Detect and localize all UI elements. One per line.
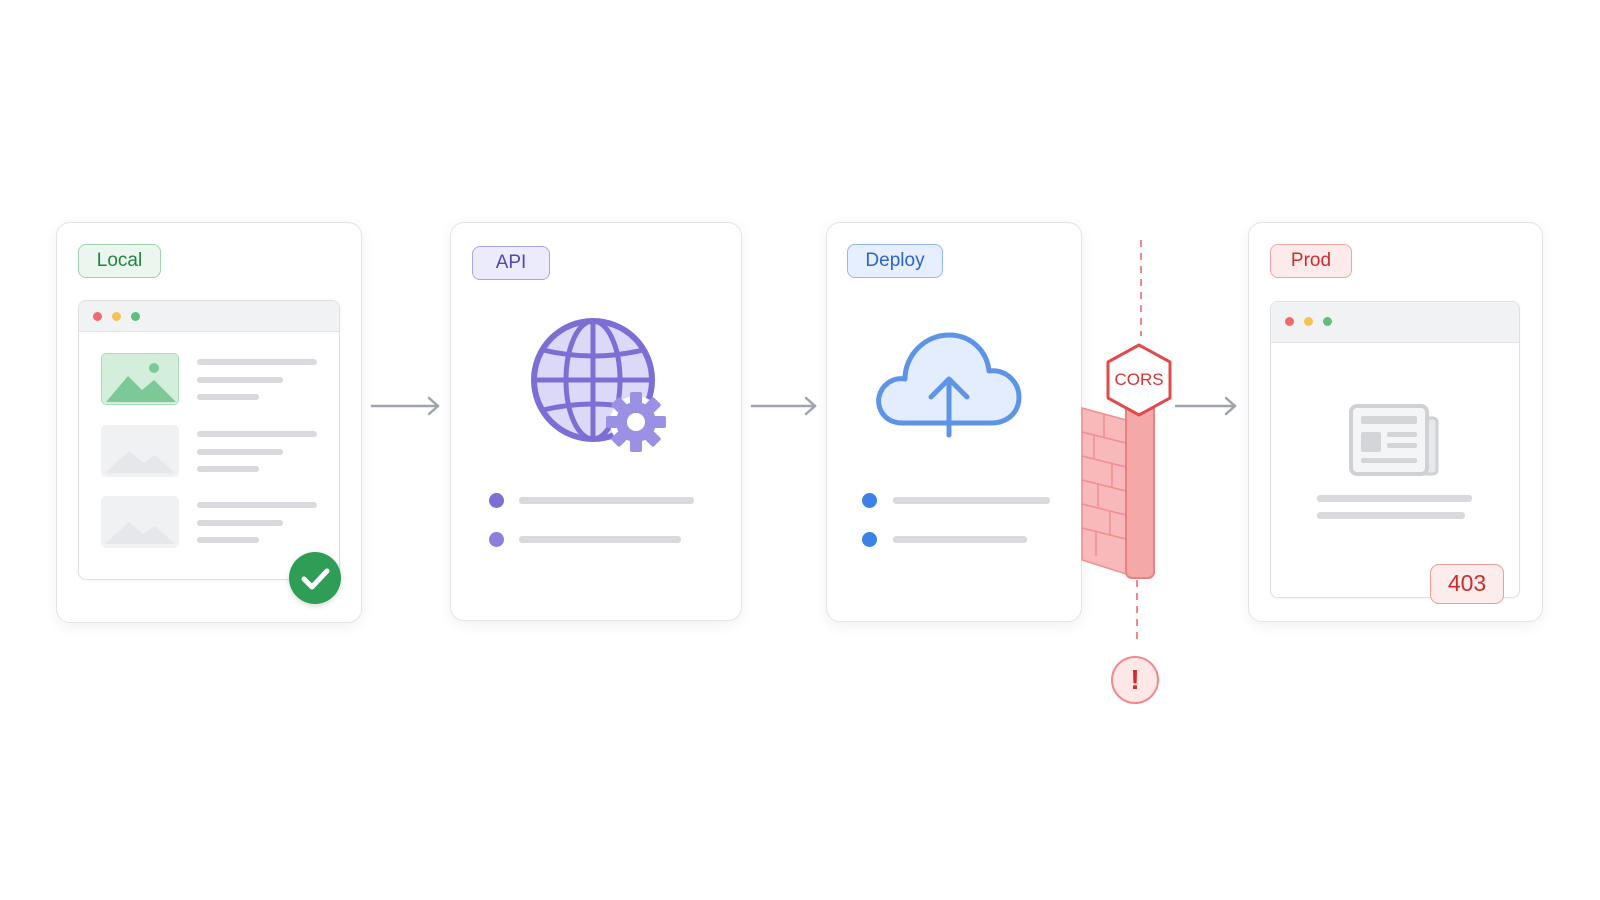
stage-label-deploy: Deploy bbox=[847, 244, 943, 278]
browser-toolbar bbox=[1271, 302, 1519, 343]
text-placeholder-line bbox=[519, 497, 694, 504]
list-bullet bbox=[862, 532, 877, 547]
text-placeholder-line bbox=[1317, 512, 1465, 519]
browser-window-local bbox=[78, 300, 340, 580]
text-placeholder-line bbox=[197, 449, 283, 455]
browser-toolbar bbox=[79, 301, 339, 332]
list-bullet bbox=[862, 493, 877, 508]
checkmark-icon bbox=[289, 552, 341, 604]
text-placeholder-line bbox=[893, 536, 1027, 543]
stage-card-deploy: Deploy bbox=[826, 222, 1082, 622]
window-close-dot bbox=[1285, 317, 1294, 326]
cloud-upload-icon bbox=[876, 332, 1022, 438]
arrow-right-icon bbox=[370, 396, 440, 416]
stage-label-prod: Prod bbox=[1270, 244, 1352, 278]
alert-symbol: ! bbox=[1130, 664, 1140, 695]
text-placeholder-line bbox=[197, 520, 283, 526]
text-placeholder-line bbox=[197, 431, 317, 437]
image-placeholder-icon bbox=[101, 496, 179, 548]
text-placeholder-line bbox=[519, 536, 681, 543]
text-placeholder-line bbox=[197, 466, 259, 472]
text-placeholder-line bbox=[197, 537, 259, 543]
text-placeholder-line bbox=[197, 377, 283, 383]
text-placeholder-line bbox=[1317, 495, 1472, 502]
text-placeholder-line bbox=[893, 497, 1050, 504]
arrow-right-icon bbox=[1174, 396, 1237, 416]
image-icon bbox=[101, 353, 179, 405]
stage-card-prod: Prod 403 bbox=[1248, 222, 1543, 622]
arrow-right-icon bbox=[750, 396, 817, 416]
text-placeholder-line bbox=[197, 359, 317, 365]
gear-icon bbox=[606, 392, 666, 452]
image-placeholder-icon bbox=[101, 425, 179, 477]
stage-label-api: API bbox=[472, 246, 550, 280]
text-placeholder-line bbox=[197, 394, 259, 400]
stage-card-api: API bbox=[450, 222, 742, 621]
error-code-text: 403 bbox=[1447, 570, 1487, 596]
stage-card-local: Local bbox=[56, 222, 362, 623]
brick-wall-icon bbox=[1081, 401, 1155, 579]
list-bullet bbox=[489, 532, 504, 547]
window-minimize-dot bbox=[1304, 317, 1313, 326]
window-maximize-dot bbox=[1323, 317, 1332, 326]
cors-barrier bbox=[1081, 240, 1155, 642]
list-bullet bbox=[489, 493, 504, 508]
window-maximize-dot bbox=[131, 312, 140, 321]
hexagon-sign-icon: CORS bbox=[1104, 342, 1174, 418]
alert-icon: ! bbox=[1111, 656, 1159, 704]
newspaper-icon bbox=[1349, 404, 1439, 476]
cors-label: CORS bbox=[1114, 370, 1164, 389]
stage-label-local: Local bbox=[78, 244, 161, 278]
window-minimize-dot bbox=[112, 312, 121, 321]
text-placeholder-line bbox=[197, 502, 317, 508]
error-code-badge: 403 bbox=[1430, 564, 1504, 604]
window-close-dot bbox=[93, 312, 102, 321]
browser-window-prod bbox=[1270, 301, 1520, 598]
